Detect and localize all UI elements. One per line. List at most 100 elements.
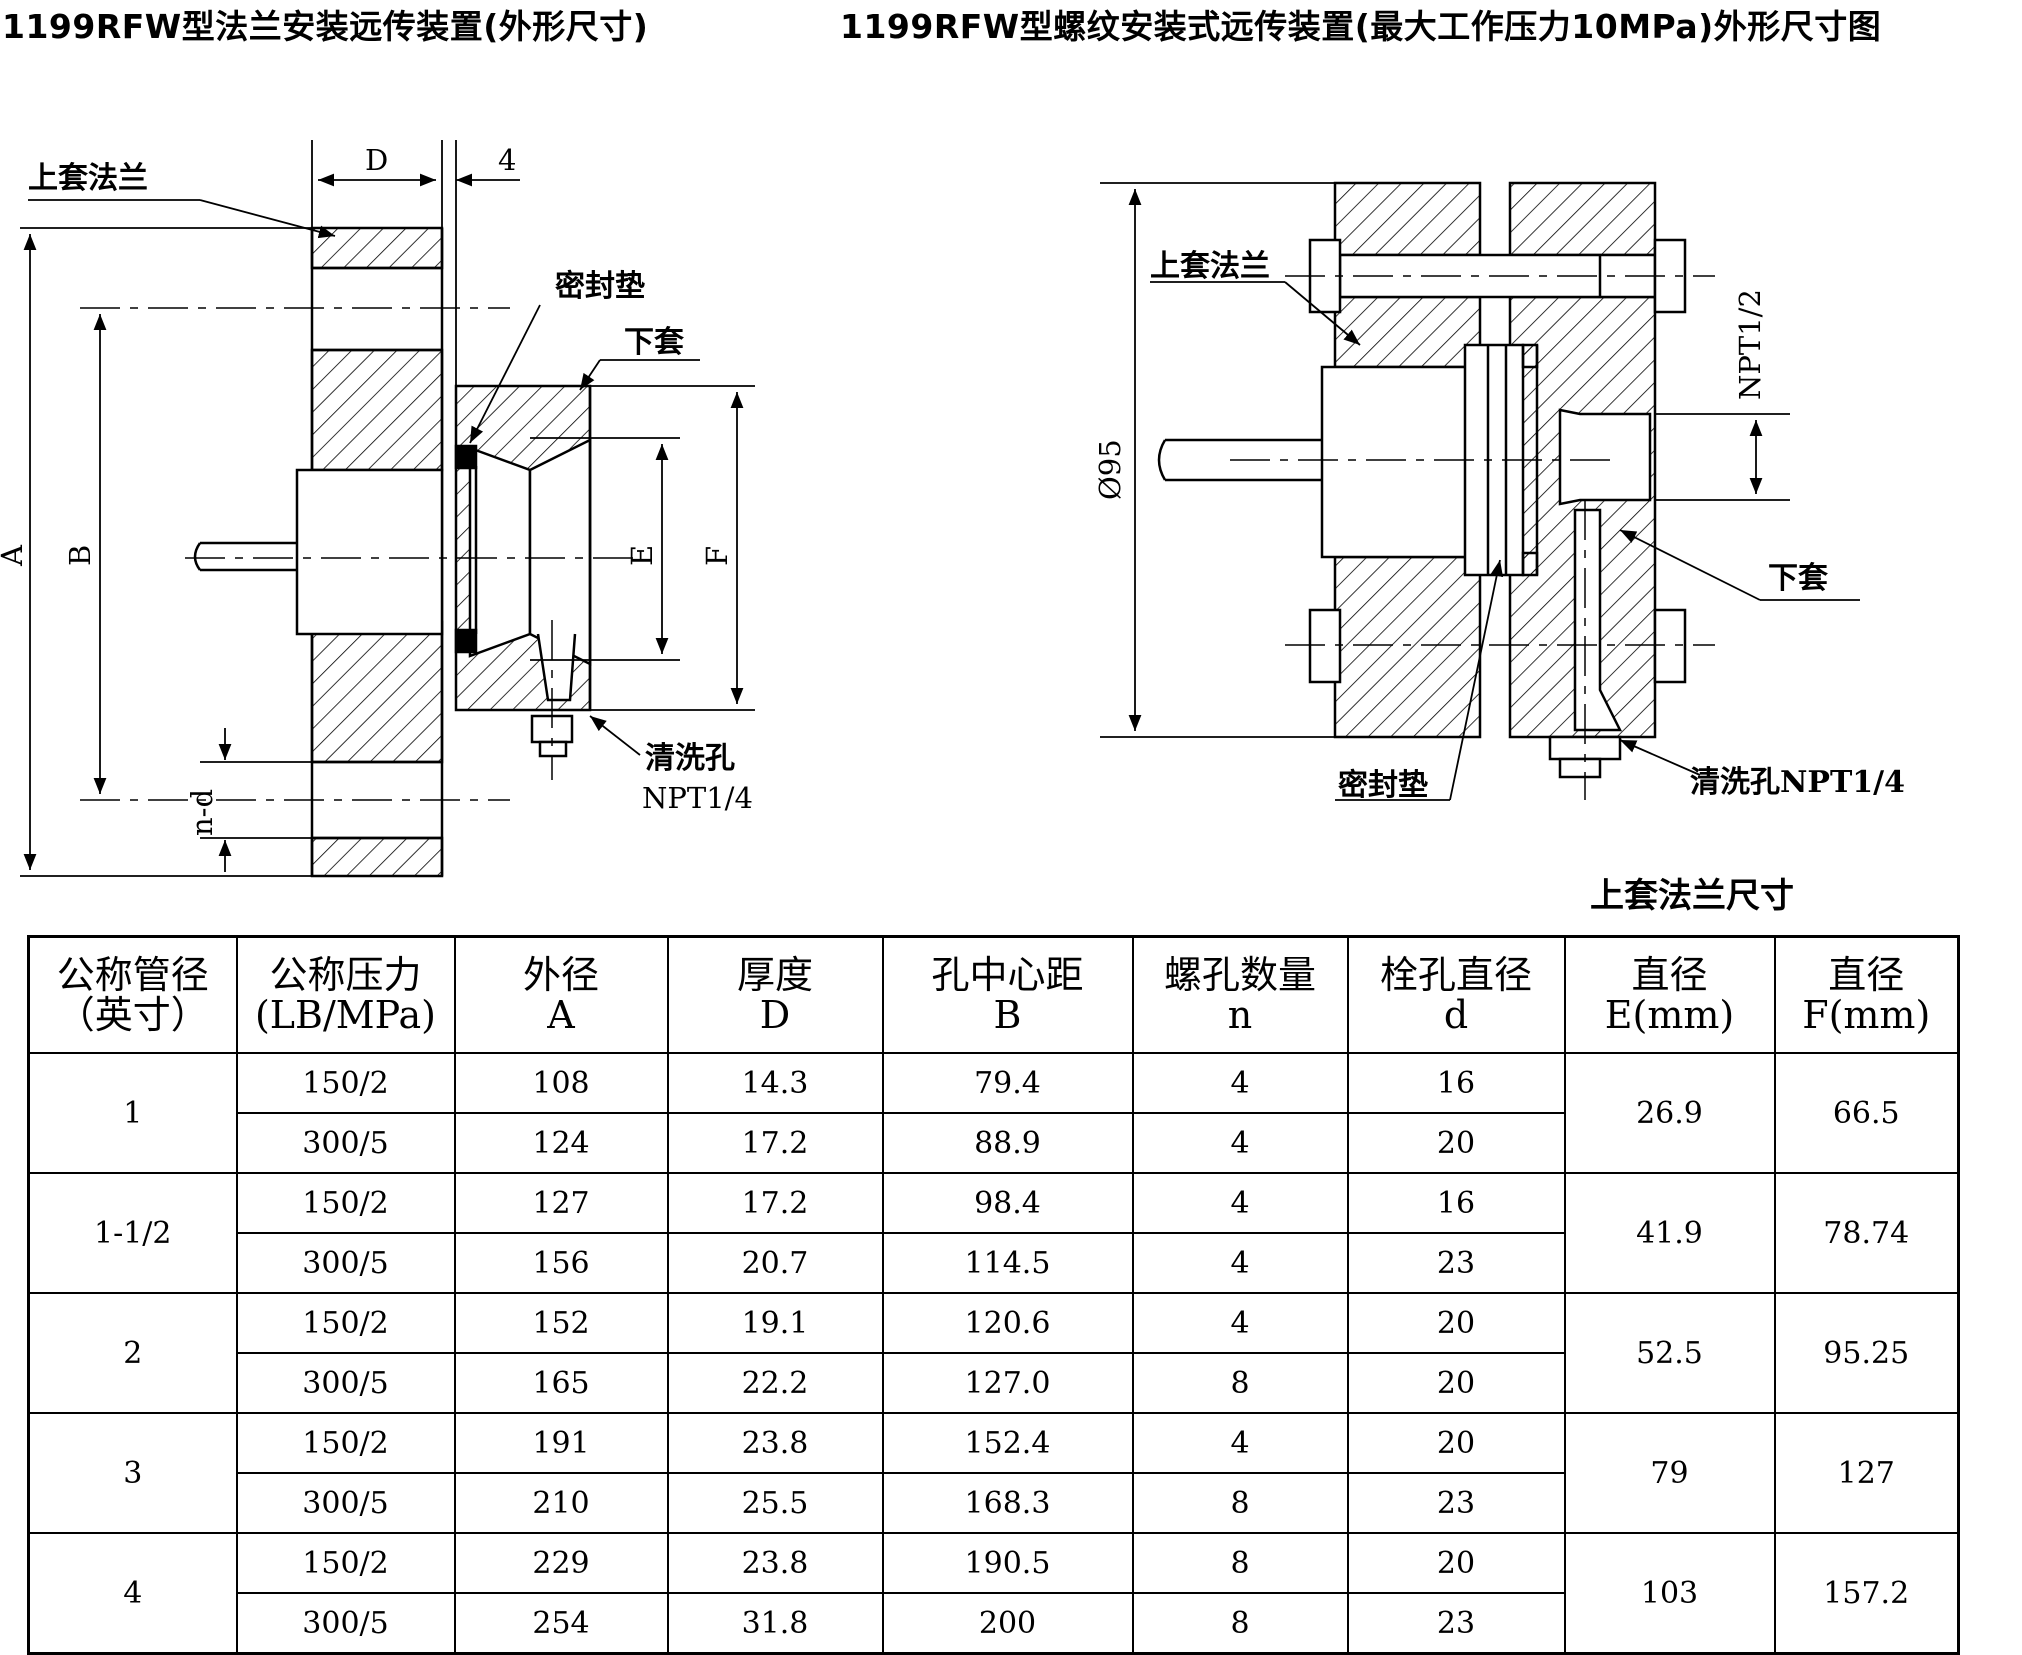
table-header-line2: D bbox=[759, 993, 791, 1037]
upper-flange-plate bbox=[310, 226, 444, 878]
table-cell: 210 bbox=[453, 1472, 669, 1534]
table-cell: 165 bbox=[453, 1352, 669, 1414]
table-cell: 8 bbox=[1131, 1472, 1349, 1534]
label-dim-f: F bbox=[700, 546, 734, 566]
table-header-line2: (LB/MPa) bbox=[254, 993, 437, 1037]
capillary-tube bbox=[193, 541, 297, 572]
dimension-e bbox=[530, 437, 680, 661]
cell-diameter-f: 78.74 bbox=[1773, 1172, 1960, 1294]
table-cell: 14.3 bbox=[666, 1052, 884, 1114]
table-cell: 150/2 bbox=[235, 1052, 456, 1114]
table-cell: 156 bbox=[453, 1232, 669, 1294]
table-cell: 150/2 bbox=[235, 1172, 456, 1234]
label-dim-nd: n-d bbox=[185, 789, 219, 836]
centerlines bbox=[80, 307, 640, 801]
label-dim-4: 4 bbox=[498, 143, 516, 177]
table-cell: 124 bbox=[453, 1112, 669, 1174]
cell-diameter-f: 95.25 bbox=[1773, 1292, 1960, 1414]
table-cell: 88.9 bbox=[881, 1112, 1134, 1174]
table-cell: 16 bbox=[1346, 1172, 1566, 1234]
table-cell: 4 bbox=[1131, 1412, 1349, 1474]
dimension-d bbox=[311, 140, 520, 386]
table-cell: 8 bbox=[1131, 1532, 1349, 1594]
table-title: 上套法兰尺寸 bbox=[1590, 876, 1794, 916]
table-cell: 8 bbox=[1131, 1352, 1349, 1414]
cell-diameter-e: 26.9 bbox=[1563, 1052, 1776, 1174]
table-cell: 23 bbox=[1346, 1592, 1566, 1655]
table-cell: 127.0 bbox=[881, 1352, 1134, 1414]
table-cell: 191 bbox=[453, 1412, 669, 1474]
label-cleaning-hole-right: 清洗孔NPT1/4 bbox=[1690, 765, 1905, 800]
table-cell: 8 bbox=[1131, 1592, 1349, 1655]
table-cell: 79.4 bbox=[881, 1052, 1134, 1114]
table-header-line1: 公称管径 bbox=[56, 953, 209, 997]
label-npt-half: NPT1/2 bbox=[1733, 289, 1767, 400]
table-cell: 152.4 bbox=[881, 1412, 1134, 1474]
label-dim-a: A bbox=[0, 544, 29, 567]
table-cell: 4 bbox=[1131, 1112, 1349, 1174]
table-header-line2: E(mm) bbox=[1604, 993, 1735, 1037]
table-cell: 4 bbox=[1131, 1172, 1349, 1234]
cell-diameter-f: 157.2 bbox=[1773, 1532, 1960, 1655]
lower-sleeve bbox=[454, 384, 592, 758]
table-header-1: 公称压力(LB/MPa) bbox=[235, 935, 456, 1054]
table-cell: 254 bbox=[453, 1592, 669, 1655]
table-cell: 25.5 bbox=[666, 1472, 884, 1534]
diaphragm-body bbox=[295, 468, 444, 636]
label-cleaning-thread-left: NPT1/4 bbox=[642, 781, 753, 815]
cell-diameter-e: 79 bbox=[1563, 1412, 1776, 1534]
left-diagram-title: 1199RFW型法兰安装远传装置(外形尺寸) bbox=[2, 7, 649, 46]
table-cell: 20 bbox=[1346, 1352, 1566, 1414]
table-header-line1: 公称压力 bbox=[269, 953, 422, 997]
table-header-line1: 厚度 bbox=[736, 953, 813, 997]
table-cell: 150/2 bbox=[235, 1532, 456, 1594]
label-upper-flange-right: 上套法兰 bbox=[1150, 249, 1270, 284]
table-cell: 20 bbox=[1346, 1412, 1566, 1474]
table-cell: 4 bbox=[1131, 1052, 1349, 1114]
table-header-line2: B bbox=[993, 993, 1022, 1037]
table-cell: 168.3 bbox=[881, 1472, 1134, 1534]
table-cell: 190.5 bbox=[881, 1532, 1134, 1594]
table-cell: 23 bbox=[1346, 1472, 1566, 1534]
label-cleaning-hole-left: 清洗孔 bbox=[645, 741, 735, 776]
dimension-f bbox=[590, 385, 755, 711]
table-cell: 17.2 bbox=[666, 1172, 884, 1234]
table-cell: 300/5 bbox=[235, 1592, 456, 1655]
table-header-0: 公称管径（英寸） bbox=[27, 935, 238, 1054]
table-cell: 152 bbox=[453, 1292, 669, 1354]
table-header-line1: 直径 bbox=[1631, 953, 1708, 997]
table-header-line2: d bbox=[1443, 993, 1469, 1037]
table-cell: 20 bbox=[1346, 1532, 1566, 1594]
table-cell: 98.4 bbox=[881, 1172, 1134, 1234]
table-header-line2: A bbox=[547, 993, 575, 1037]
table-cell: 127 bbox=[453, 1172, 669, 1234]
cell-diameter-e: 41.9 bbox=[1563, 1172, 1776, 1294]
label-lower-sleeve-right: 下套 bbox=[1768, 561, 1828, 596]
table-cell: 300/5 bbox=[235, 1232, 456, 1294]
cell-nominal-size: 3 bbox=[27, 1412, 238, 1534]
table-header-line1: 栓孔直径 bbox=[1379, 953, 1532, 997]
label-gasket-left: 密封垫 bbox=[555, 269, 645, 304]
right-diagram-title: 1199RFW型螺纹安装式远传装置(最大工作压力10MPa)外形尺寸图 bbox=[840, 7, 1882, 46]
table-cell: 229 bbox=[453, 1532, 669, 1594]
right-diagram bbox=[1100, 181, 1860, 801]
table-cell: 200 bbox=[881, 1592, 1134, 1655]
label-dim-d: D bbox=[365, 143, 388, 177]
dimension-a bbox=[20, 227, 312, 877]
cell-nominal-size: 4 bbox=[27, 1532, 238, 1655]
table-header-line1: 直径 bbox=[1828, 953, 1905, 997]
